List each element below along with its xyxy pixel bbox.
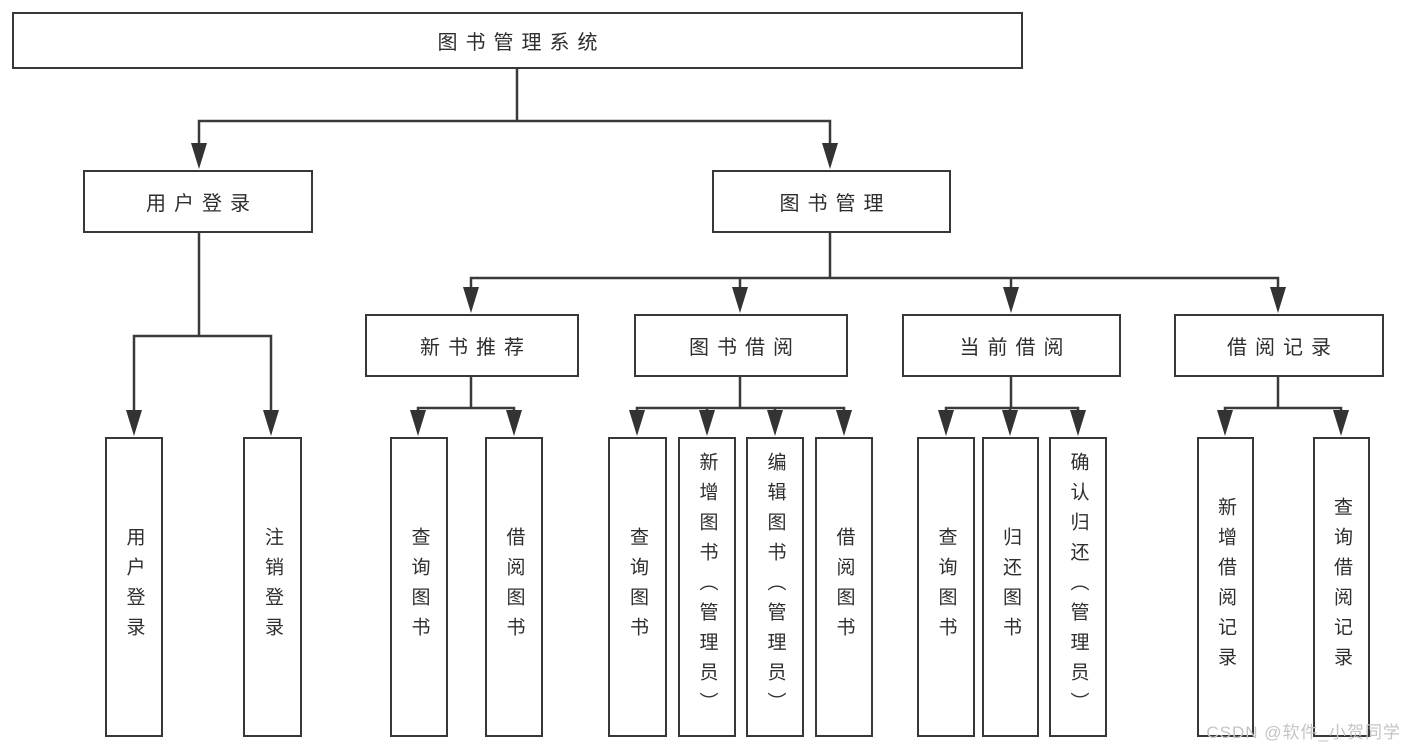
leaf-query-books-recommend: 查询图书	[390, 437, 448, 737]
leaf-confirm-return-admin-label: 确认归还（管理员）	[1067, 452, 1089, 722]
node-user-login: 用户登录	[83, 170, 313, 233]
leaf-add-books-admin: 新增图书（管理员）	[678, 437, 736, 737]
leaf-confirm-return-admin: 确认归还（管理员）	[1049, 437, 1107, 737]
leaf-edit-books-admin-label: 编辑图书（管理员）	[764, 452, 786, 722]
node-book-management: 图书管理	[712, 170, 951, 233]
node-root: 图书管理系统	[12, 12, 1023, 69]
leaf-borrow-books: 借阅图书	[815, 437, 873, 737]
leaf-edit-books-admin: 编辑图书（管理员）	[746, 437, 804, 737]
leaf-query-borrow-record-label: 查询借阅记录	[1331, 497, 1352, 677]
leaf-add-borrow-record-label: 新增借阅记录	[1215, 497, 1236, 677]
leaf-borrow-books-recommend-label: 借阅图书	[503, 527, 525, 647]
leaf-add-books-admin-label: 新增图书（管理员）	[696, 452, 718, 722]
node-borrowing-records: 借阅记录	[1174, 314, 1384, 377]
leaf-borrow-books-label: 借阅图书	[833, 527, 855, 647]
leaf-user-login-label: 用户登录	[123, 527, 145, 647]
watermark-text: CSDN @软件_小贺同学	[1206, 723, 1401, 742]
leaf-user-login: 用户登录	[105, 437, 163, 737]
leaf-query-borrow-record: 查询借阅记录	[1313, 437, 1370, 737]
leaf-query-books-current-label: 查询图书	[935, 527, 957, 647]
arrowheads	[126, 143, 1349, 436]
leaf-logout-label: 注销登录	[262, 527, 283, 647]
node-new-book-recommendation: 新书推荐	[365, 314, 579, 377]
leaf-return-books-label: 归还图书	[1000, 527, 1021, 647]
leaf-query-books-current: 查询图书	[917, 437, 975, 737]
leaf-query-books-borrow: 查询图书	[608, 437, 667, 737]
leaf-return-books: 归还图书	[982, 437, 1039, 737]
leaf-query-books-borrow-label: 查询图书	[627, 527, 648, 647]
leaf-borrow-books-recommend: 借阅图书	[485, 437, 543, 737]
node-book-borrowing: 图书借阅	[634, 314, 848, 377]
leaf-add-borrow-record: 新增借阅记录	[1197, 437, 1254, 737]
leaf-query-books-recommend-label: 查询图书	[408, 527, 430, 647]
node-current-borrowing: 当前借阅	[902, 314, 1121, 377]
leaf-logout: 注销登录	[243, 437, 302, 737]
